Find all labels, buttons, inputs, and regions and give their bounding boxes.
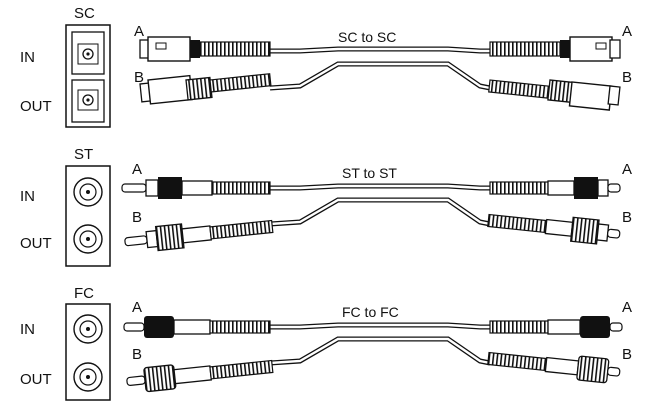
end-b-left-fc: B	[132, 346, 142, 363]
end-a-left-st: A	[132, 161, 142, 178]
sc-connector-b-left	[139, 73, 272, 105]
fc-adapter-panel	[65, 303, 111, 401]
in-label-st: IN	[20, 188, 35, 205]
fc-connector-b-right	[487, 351, 621, 384]
in-label-sc: IN	[20, 49, 35, 66]
fc-connector-a-left	[123, 316, 271, 338]
end-a-right-st: A	[622, 161, 632, 178]
adapter-title-fc: FC	[74, 285, 94, 302]
sc-connector-a-left	[139, 36, 271, 62]
adapter-title-sc: SC	[74, 5, 95, 22]
section-sc: SC IN OUT SC to SC A B A B	[20, 5, 632, 128]
in-label-fc: IN	[20, 321, 35, 338]
st-adapter-panel	[65, 165, 111, 267]
st-connector-a-right	[489, 177, 621, 199]
out-label-fc: OUT	[20, 371, 52, 388]
end-b-right-st: B	[622, 209, 632, 226]
end-b-right-fc: B	[622, 346, 632, 363]
sc-connector-a-right	[489, 36, 621, 62]
cable-title-sc: SC to SC	[338, 29, 396, 45]
end-b-left-st: B	[132, 209, 142, 226]
sc-adapter-panel	[65, 24, 111, 128]
section-fc: FC IN OUT FC to FC A B A B	[20, 285, 632, 401]
fc-connector-a-right	[489, 316, 623, 338]
st-connector-a-left	[121, 177, 271, 199]
cable-title-st: ST to ST	[342, 165, 397, 181]
out-label-sc: OUT	[20, 98, 52, 115]
end-a-right-sc: A	[622, 23, 632, 40]
sc-connector-b-right	[488, 79, 621, 111]
st-connector-b-left	[124, 219, 274, 252]
end-b-right-sc: B	[622, 69, 632, 86]
end-b-left-sc: B	[134, 69, 144, 86]
cable-title-fc: FC to FC	[342, 304, 399, 320]
out-label-st: OUT	[20, 235, 52, 252]
section-st: ST IN OUT ST to ST A B A B	[20, 146, 632, 267]
end-a-left-sc: A	[134, 23, 144, 40]
end-a-right-fc: A	[622, 299, 632, 316]
fc-connector-b-left	[126, 359, 274, 393]
end-a-left-fc: A	[132, 299, 142, 316]
st-connector-b-right	[487, 213, 621, 245]
adapter-title-st: ST	[74, 146, 93, 163]
